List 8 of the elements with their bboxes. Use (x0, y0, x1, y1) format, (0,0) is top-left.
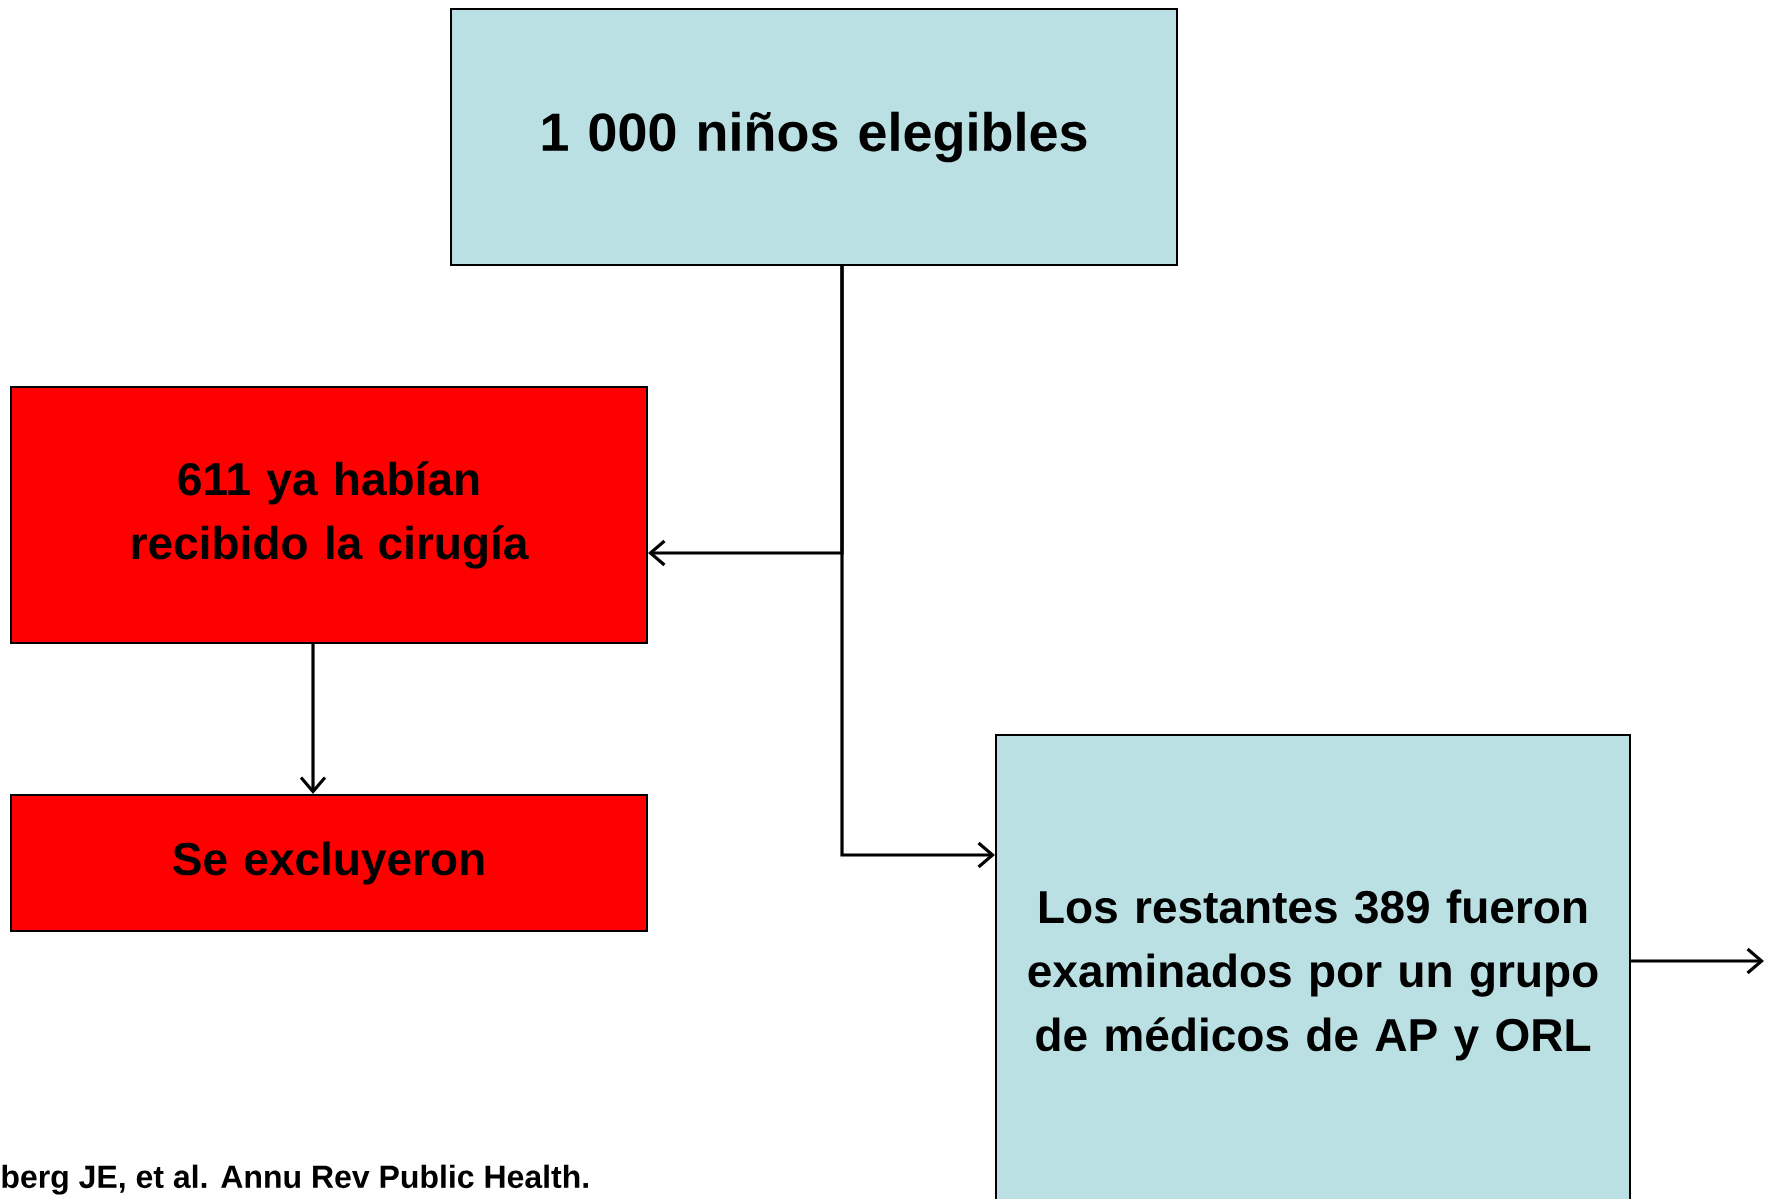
process-box: 611 ya habían recibido la cirugía (10, 386, 648, 644)
arrow (1631, 947, 1764, 975)
citation: berg JE, et al. Annu Rev Public Health. (2, 1164, 588, 1195)
arrow (840, 266, 995, 869)
process-box: 1 000 niños elegibles (450, 8, 1178, 266)
process-box: Los restantes 389 fueron examinados por un grupo de médicos de AP y ORL (995, 734, 1631, 1199)
process-box: Se excluyeron (10, 794, 648, 932)
arrow (299, 644, 327, 794)
